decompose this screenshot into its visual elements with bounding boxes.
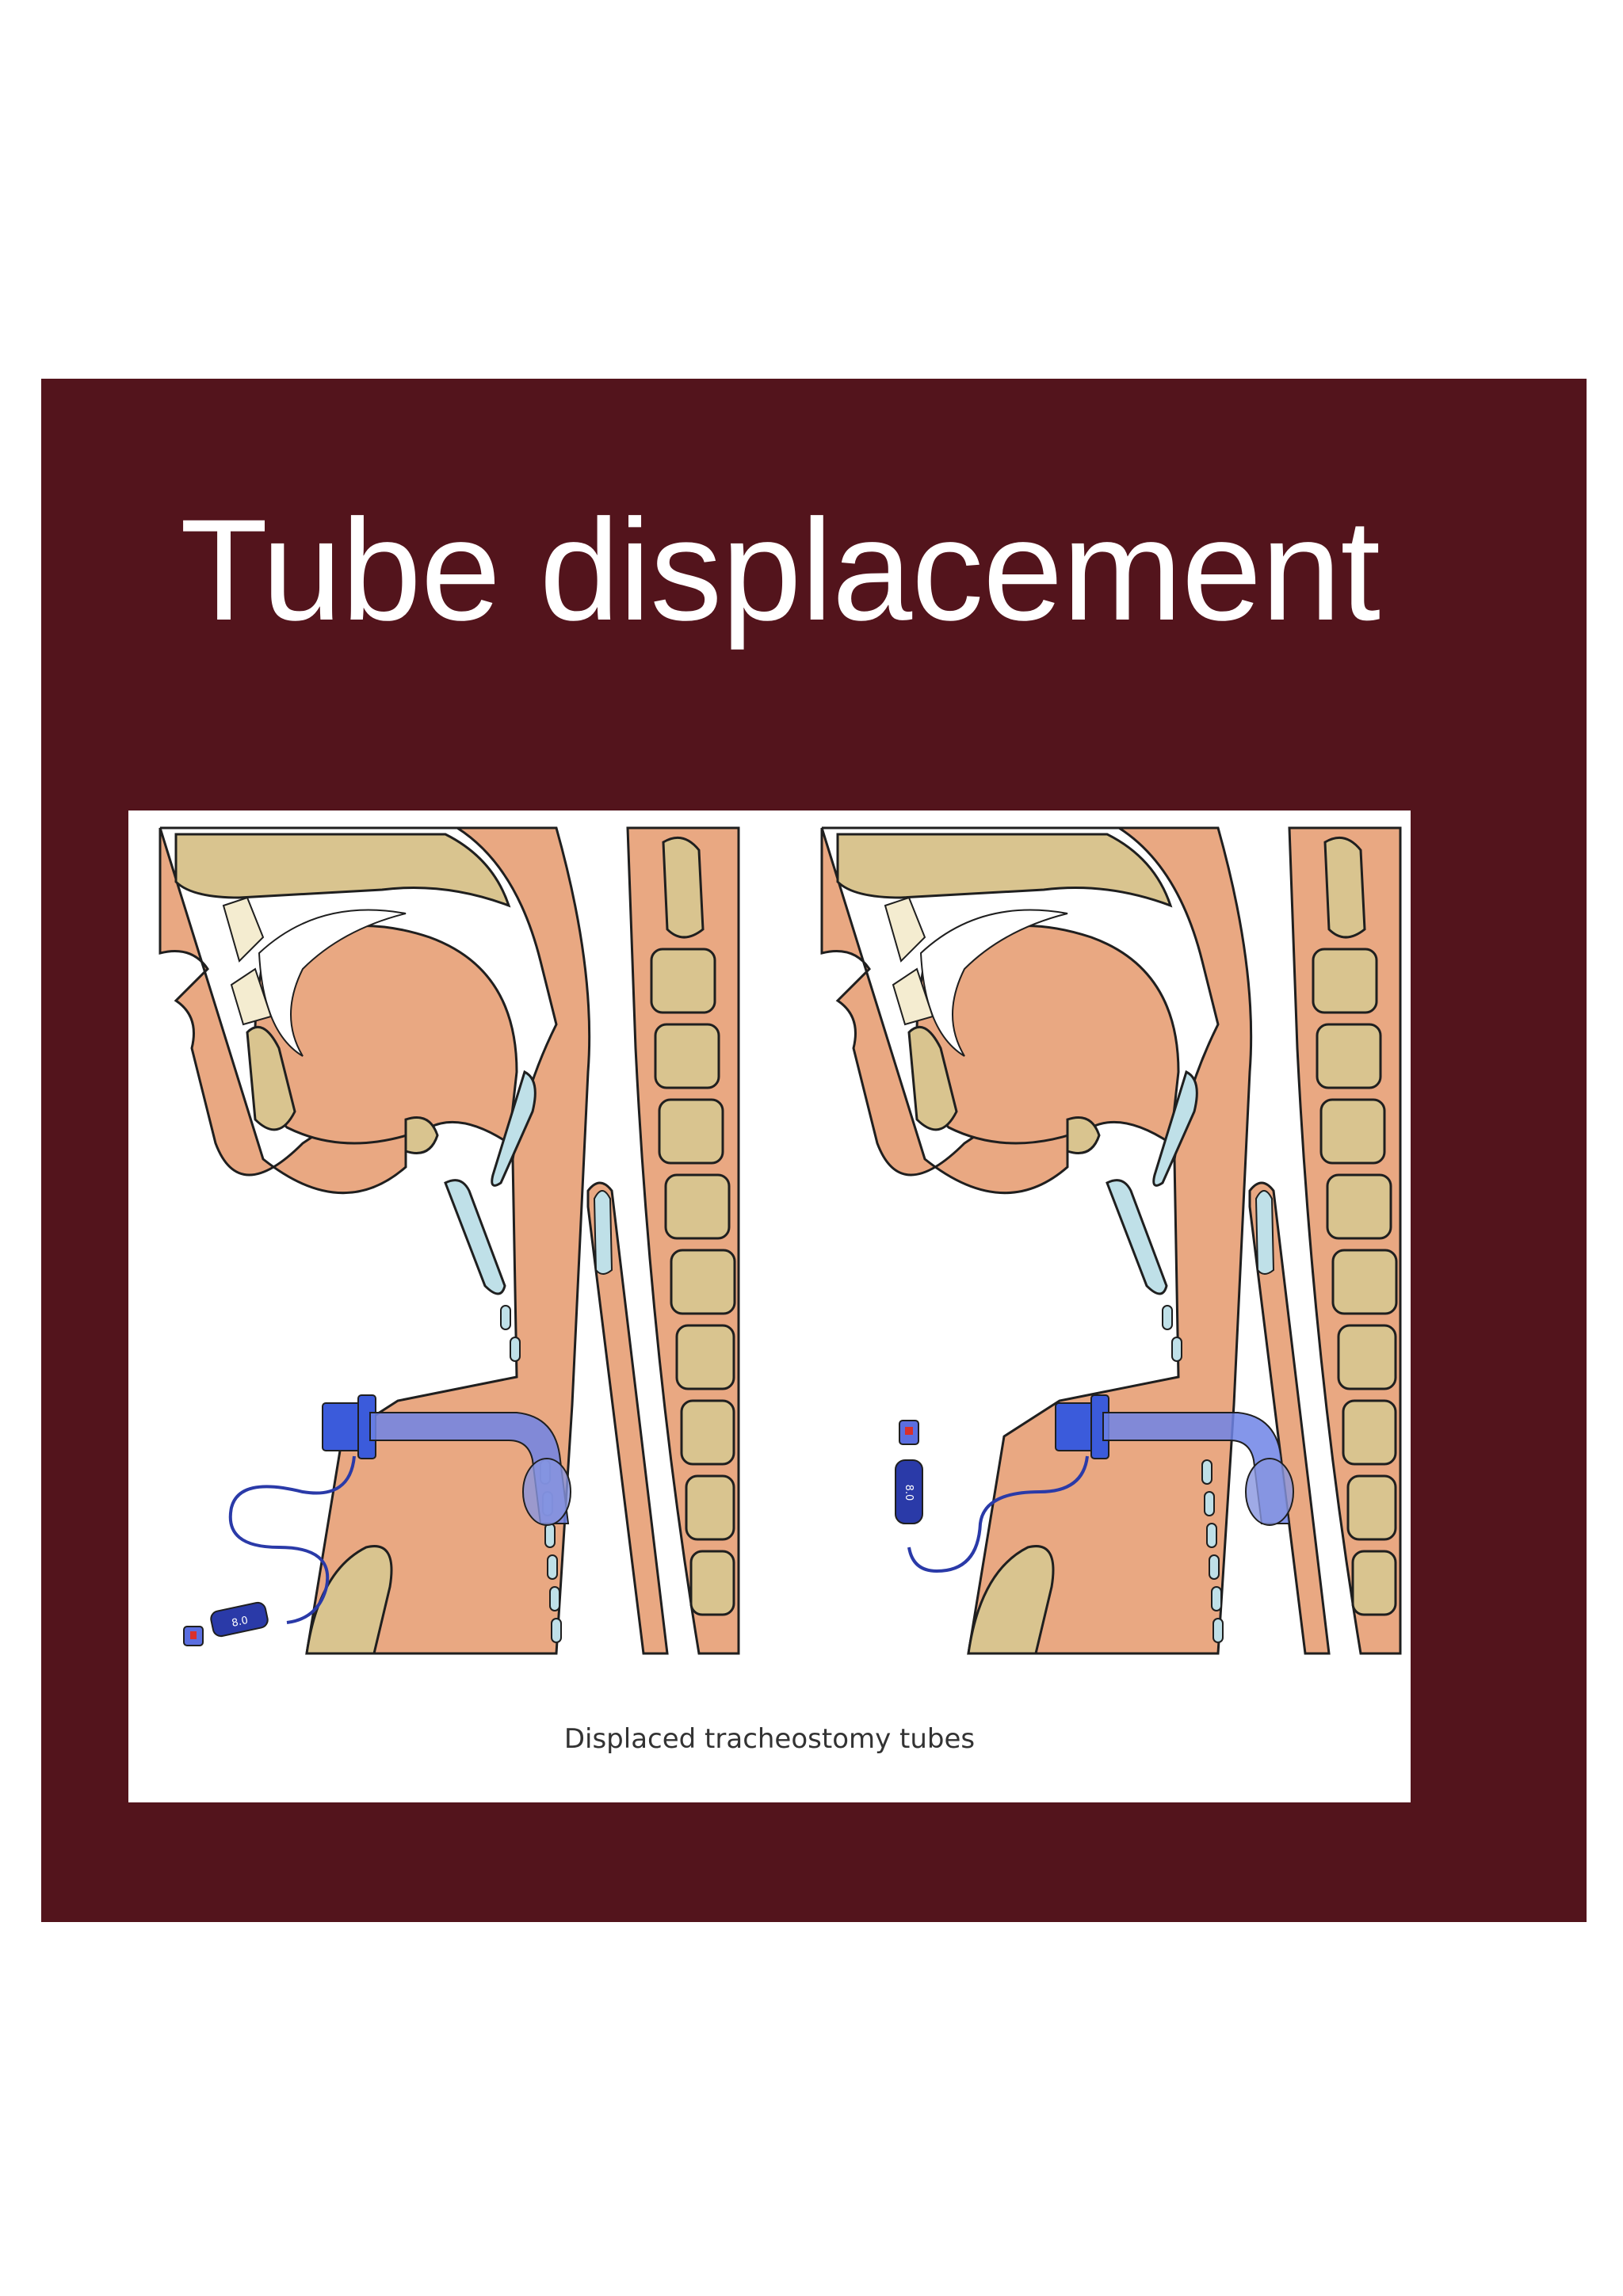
left-tracheostomy-tube: 8.0 [183,1394,571,1646]
right-cuff-pilot-label: 8.0 [903,1485,915,1501]
diagram-figure: 8.0 8.0 [128,810,1411,1802]
slide: Tube displacement [41,379,1587,1922]
tracheostomy-diagram: 8.0 8.0 [158,826,1402,1655]
right-tracheostomy-tube: 8.0 [895,1394,1294,1573]
figure-caption: Displaced tracheostomy tubes [563,1723,976,1755]
slide-title: Tube displacement [180,489,1381,650]
right-panel-anatomy [820,826,1402,1655]
left-panel-anatomy [158,826,740,1655]
left-cuff-pilot-label: 8.0 [231,1615,249,1630]
